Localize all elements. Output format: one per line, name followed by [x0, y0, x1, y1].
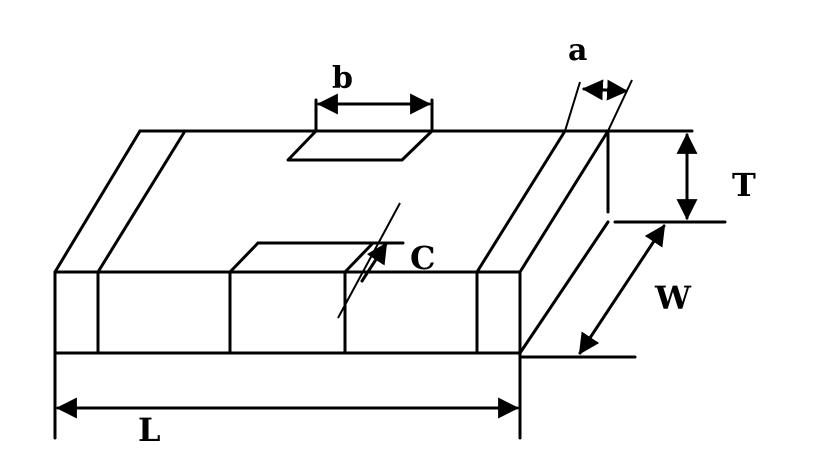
c-dimension-arrow [360, 242, 388, 283]
label-l: L [138, 411, 161, 449]
a-dimension-arrow [581, 79, 629, 101]
label-b: b [332, 61, 353, 96]
label-a: a [568, 33, 587, 68]
label-t: T [732, 166, 756, 204]
terminal-bands [96, 79, 633, 355]
chip-body [53, 129, 694, 440]
top-pad [286, 98, 434, 162]
label-c: C [410, 239, 435, 277]
label-w: W [654, 279, 692, 317]
dimension-arrows [55, 79, 698, 419]
w-dimension-arrow [578, 224, 666, 355]
front-pad [228, 202, 405, 355]
extension-lines [518, 220, 727, 359]
